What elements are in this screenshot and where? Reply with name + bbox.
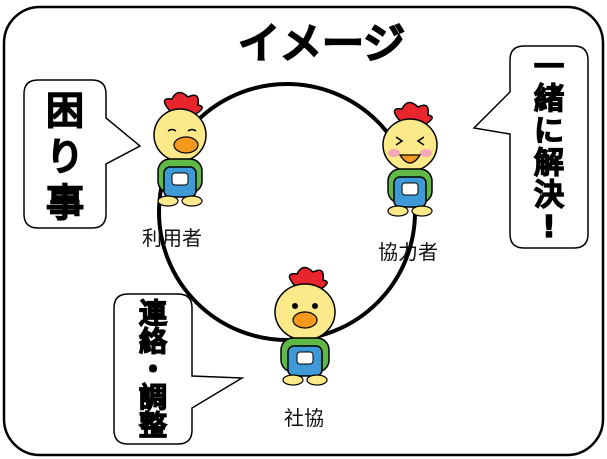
bubble-trouble-text: 困 り 事: [36, 88, 94, 226]
bubble-trouble: [23, 79, 142, 229]
bubble-trouble-char: り: [45, 134, 84, 179]
node-label-council: 社協: [284, 406, 324, 430]
diagram-title: イメージ: [237, 18, 406, 69]
bubble-trouble-char: 事: [45, 180, 84, 225]
node-label-user: 利用者: [142, 226, 202, 250]
bubble-solve-text: 一 緒 に 解 決 !: [520, 50, 578, 245]
bubble-solve: [472, 45, 589, 249]
bubble-contact-char: 絡: [138, 325, 167, 358]
bubble-solve-char: !: [542, 210, 557, 245]
bubble-contact-char: 整: [138, 409, 167, 442]
chick-council-icon: [274, 266, 336, 386]
bubble-solve-char: 一: [533, 50, 564, 85]
chick-user-icon: [153, 91, 207, 207]
bubble-solve-char: 解: [533, 146, 564, 181]
bubble-contact-char: 調: [138, 381, 167, 414]
bubble-solve-char: 決: [533, 178, 564, 213]
bubble-solve-char: 緒: [533, 82, 564, 117]
chick-partner-icon: [382, 101, 438, 217]
bubble-contact-text: 連 絡 ・ 調 整: [124, 297, 182, 442]
bubble-trouble-char: 困: [45, 88, 84, 133]
bubble-solve-char: に: [533, 114, 564, 149]
node-label-partner: 協力者: [378, 240, 438, 264]
bubble-contact-char: ・: [138, 353, 167, 386]
bubble-contact-char: 連: [138, 297, 167, 330]
bubble-contact: [113, 293, 245, 445]
